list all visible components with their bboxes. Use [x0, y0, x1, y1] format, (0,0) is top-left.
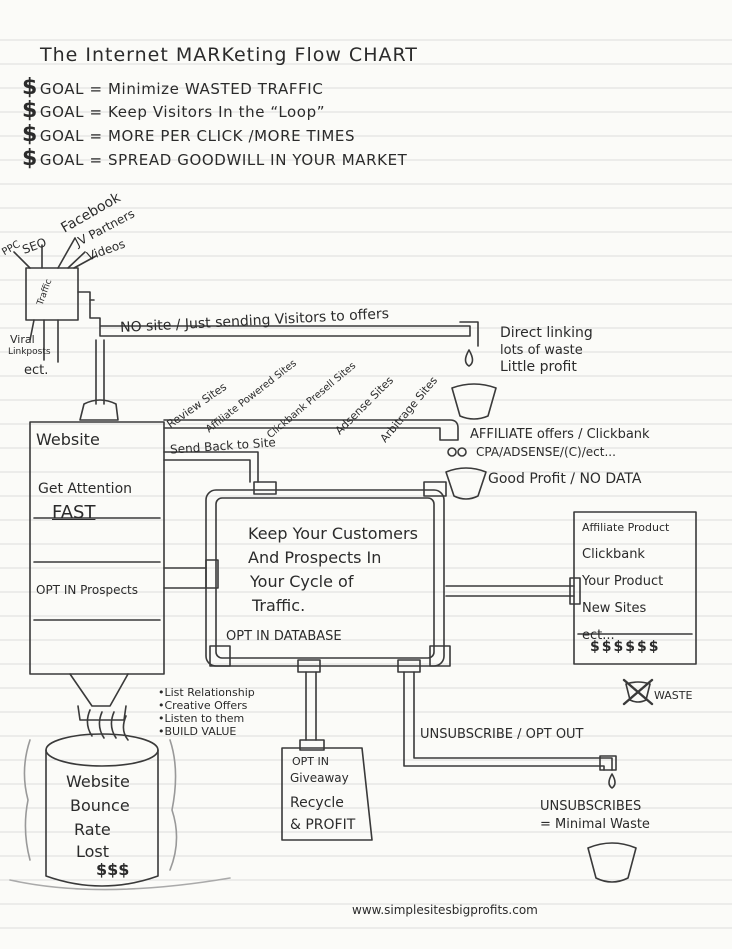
center-line-1: Keep Your Customers [248, 524, 418, 543]
product-item: Clickbank [582, 547, 645, 562]
list-item: BUILD VALUE [158, 725, 255, 738]
giveaway-line-4: & PROFIT [290, 817, 356, 833]
giveaway-box [281, 747, 373, 841]
product-item: ect... [582, 628, 615, 643]
affiliate-offers-2: CPA/ADSENSE/(C)/ect... [476, 445, 616, 459]
product-dollars: $$$$$$ [590, 639, 661, 655]
website-optin: OPT IN Prospects [36, 583, 138, 597]
center-line-2: And Prospects In [248, 548, 382, 567]
product-item: Affiliate Product [582, 521, 670, 534]
product-item: New Sites [582, 601, 647, 616]
giveaway-line-3: Recycle [290, 795, 344, 811]
direct-linking-3: Little profit [500, 359, 577, 375]
list-item: Creative Offers [158, 699, 255, 712]
source-etc: ect. [24, 363, 49, 378]
source-linkposts: Linkposts [8, 347, 51, 357]
center-line-3: Your Cycle of [250, 572, 354, 591]
goal-4: $GOAL = SPREAD GOODWILL IN YOUR MARKET [22, 146, 408, 171]
waste-label: WASTE [654, 689, 693, 702]
list-item: List Relationship [158, 686, 255, 699]
goal-1: $GOAL = Minimize WASTED TRAFFIC [22, 75, 324, 100]
bounce-bucket [45, 733, 159, 767]
product-box [573, 511, 697, 665]
goal-3: $GOAL = MORE PER CLICK /MORE TIMES [22, 122, 356, 147]
goal-2: $GOAL = Keep Visitors In the “Loop” [22, 98, 326, 123]
direct-linking-1: Direct linking [500, 325, 593, 341]
drop [464, 349, 474, 367]
bucket-line-1: Website [66, 772, 130, 791]
center-line-4: Traffic. [252, 596, 306, 615]
unsubscribes-note-1: UNSUBSCRIBES [540, 799, 642, 814]
affiliate-offers-1: AFFILIATE offers / Clickbank [470, 427, 650, 442]
bucket-line-3: Rate [74, 820, 111, 839]
website-attention: Get Attention [38, 481, 133, 497]
traffic-pipe [77, 291, 471, 337]
bucket-line-2: Bounce [70, 796, 130, 815]
bucket-line-5: $$$ [96, 860, 130, 879]
website-box [29, 421, 165, 675]
direct-linking-2: lots of waste [500, 343, 583, 358]
product-list: Affiliate Product Clickbank Your Product… [582, 514, 669, 649]
waste-cup-2 [445, 467, 487, 500]
waste-cup-1 [451, 383, 497, 420]
relationship-list: List Relationship Creative Offers Listen… [158, 686, 255, 738]
source-viral: Viral [10, 333, 35, 346]
page-title: The Internet MARKeting Flow CHART [40, 44, 418, 66]
website-fast: FAST [52, 502, 96, 523]
traffic-box [25, 267, 79, 321]
footer-url: www.simplesitesbigprofits.com [352, 903, 538, 917]
website-title: Website [36, 430, 100, 449]
list-item: Listen to them [158, 712, 255, 725]
giveaway-line-1: OPT IN [292, 755, 329, 768]
optin-database: OPT IN DATABASE [226, 629, 342, 644]
waste-cup-3 [587, 842, 637, 883]
good-profit: Good Profit / NO DATA [488, 471, 642, 487]
unsubscribes-note-2: = Minimal Waste [540, 817, 650, 832]
product-item: Your Product [582, 574, 664, 589]
bucket-line-4: Lost [76, 842, 110, 861]
unsubscribe-label: UNSUBSCRIBE / OPT OUT [420, 727, 584, 742]
giveaway-line-2: Giveaway [290, 771, 349, 785]
